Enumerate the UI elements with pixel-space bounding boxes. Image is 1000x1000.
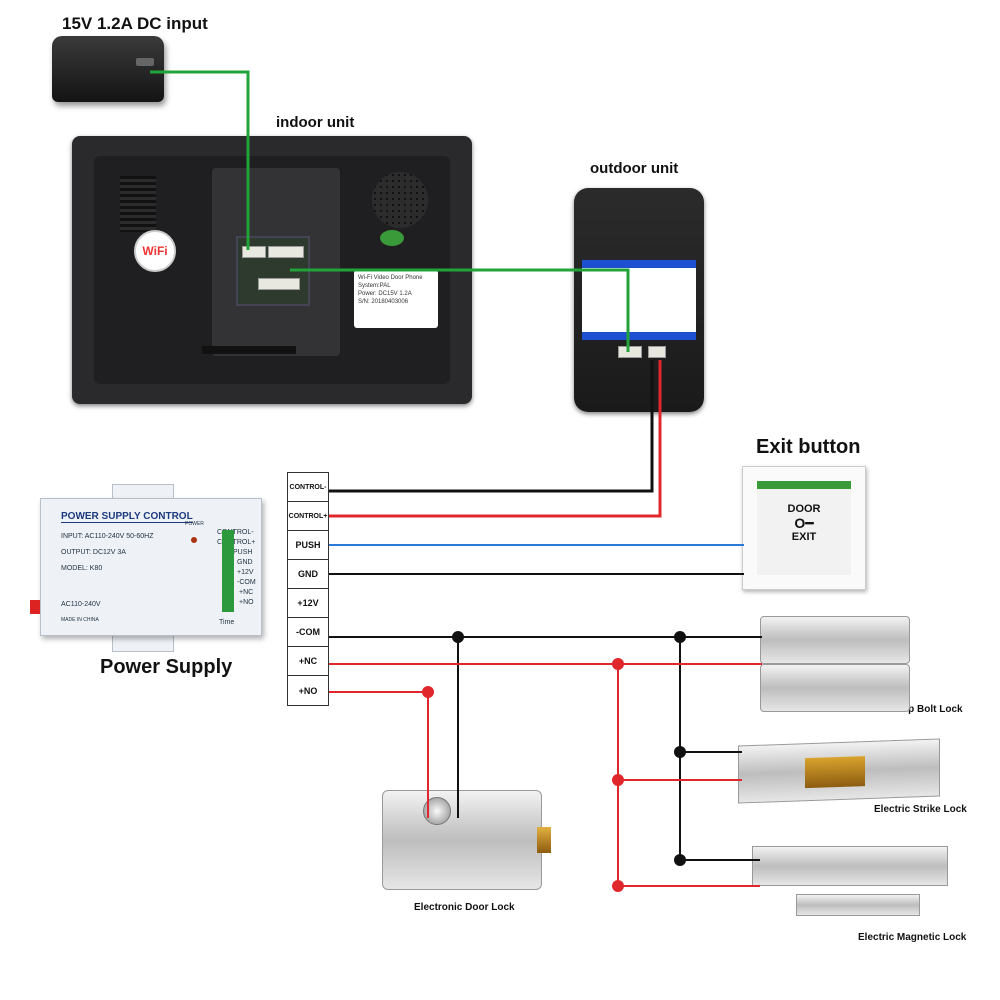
exit-button: DOOR O━ EXIT bbox=[742, 466, 866, 590]
indoor-unit-label: indoor unit bbox=[276, 114, 355, 131]
junction-dot bbox=[452, 631, 464, 643]
junction-dot bbox=[612, 880, 624, 892]
door-lock-label: Electronic Door Lock bbox=[414, 902, 515, 913]
terminal-control-minus: CONTROL- bbox=[288, 473, 328, 502]
lock-latch bbox=[537, 827, 551, 853]
exit-button-label: Exit button bbox=[756, 436, 861, 458]
red-wire bbox=[617, 664, 760, 887]
indoor-port bbox=[258, 278, 300, 290]
exit-button-face: DOOR O━ EXIT bbox=[757, 481, 851, 575]
ps-power: POWER bbox=[185, 521, 204, 527]
ps-terminal: PUSH bbox=[233, 549, 253, 556]
black-wire bbox=[329, 360, 654, 493]
ps-ac: AC110-240V bbox=[61, 601, 101, 608]
indoor-unit: WiFi Wi-Fi Video Door Phone System:PAL P… bbox=[72, 136, 472, 404]
sticker-line: Power: DC15V 1.2A bbox=[358, 291, 412, 297]
electronic-door-lock bbox=[382, 790, 551, 890]
junction-dot bbox=[674, 746, 686, 758]
outdoor-unit bbox=[574, 188, 704, 412]
vent-grille bbox=[120, 176, 156, 232]
ps-terminal: +NC bbox=[239, 589, 254, 596]
terminal-gnd: GND bbox=[288, 560, 328, 589]
junction-dot bbox=[674, 631, 686, 643]
speaker-icon bbox=[372, 172, 428, 228]
magnetic-label: Electric Magnetic Lock bbox=[858, 932, 967, 943]
junction-dot bbox=[612, 658, 624, 670]
outdoor-window bbox=[582, 260, 696, 340]
terminal-push: PUSH bbox=[288, 531, 328, 560]
magnetic-lock-body bbox=[752, 846, 948, 886]
ps-model: MODEL: K80 bbox=[61, 565, 103, 572]
ps-terminal: CONTROL- bbox=[217, 529, 254, 536]
outdoor-unit-label: outdoor unit bbox=[590, 160, 679, 177]
terminal-12v: +12V bbox=[288, 589, 328, 618]
ps-title: POWER SUPPLY CONTROL bbox=[61, 511, 193, 523]
ps-made: MADE IN CHINA bbox=[61, 617, 99, 623]
ps-terminal: -COM bbox=[237, 579, 256, 586]
indoor-port bbox=[268, 246, 304, 258]
strike-label: Electric Strike Lock bbox=[874, 804, 967, 815]
terminal-nc: +NC bbox=[288, 647, 328, 676]
junction-dot bbox=[422, 686, 434, 698]
wifi-logo: WiFi bbox=[134, 230, 176, 272]
power-supply-label: Power Supply bbox=[100, 656, 233, 678]
drop-bolt-lock-body bbox=[760, 616, 910, 664]
ps-terminal: +NO bbox=[239, 599, 254, 606]
outdoor-port bbox=[618, 346, 642, 358]
black-wire bbox=[679, 637, 760, 861]
ps-terminal: GND bbox=[237, 559, 253, 566]
green-wire bbox=[290, 268, 630, 352]
power-led bbox=[191, 537, 197, 543]
junction-dot bbox=[674, 854, 686, 866]
sticker-line: Wi-Fi Video Door Phone bbox=[358, 275, 423, 281]
sticker-line: System:PAL bbox=[358, 283, 391, 289]
ps-terminal: CONTROL+ bbox=[217, 539, 256, 546]
green-button bbox=[380, 230, 404, 246]
ps-time: Time bbox=[219, 619, 235, 626]
door-text: DOOR bbox=[787, 503, 821, 515]
magnetic-lock-plate bbox=[796, 894, 920, 916]
dc-input-label: 15V 1.2A DC input bbox=[62, 14, 208, 33]
terminal-com: -COM bbox=[288, 618, 328, 647]
exit-text: EXIT bbox=[791, 531, 817, 543]
ps-terminal-strip bbox=[222, 530, 234, 612]
key-icon: O━ bbox=[794, 515, 814, 531]
drop-bolt-lock-plate bbox=[760, 664, 910, 712]
terminal-block: CONTROL- CONTROL+ PUSH GND +12V -COM +NC… bbox=[287, 472, 329, 706]
ps-output: OUTPUT: DC12V 3A bbox=[61, 549, 126, 556]
sticker-line: S/N: 20180403006 bbox=[358, 299, 409, 305]
adapter-plug bbox=[136, 58, 154, 66]
ps-input: INPUT: AC110-240V 50-60HZ bbox=[61, 533, 154, 540]
terminal-no: +NO bbox=[298, 685, 318, 696]
red-wire bbox=[329, 360, 662, 518]
red-wire bbox=[329, 691, 429, 818]
ps-terminal: +12V bbox=[237, 569, 254, 576]
card-slot bbox=[202, 346, 296, 354]
indoor-label-sticker: Wi-Fi Video Door Phone System:PAL Power:… bbox=[354, 270, 438, 328]
junction-dot bbox=[612, 774, 624, 786]
outdoor-port bbox=[648, 346, 666, 358]
dc-adapter bbox=[52, 36, 164, 102]
terminal-control-plus: CONTROL+ bbox=[288, 502, 328, 531]
green-wire bbox=[150, 70, 250, 250]
ps-fuse bbox=[30, 600, 40, 614]
